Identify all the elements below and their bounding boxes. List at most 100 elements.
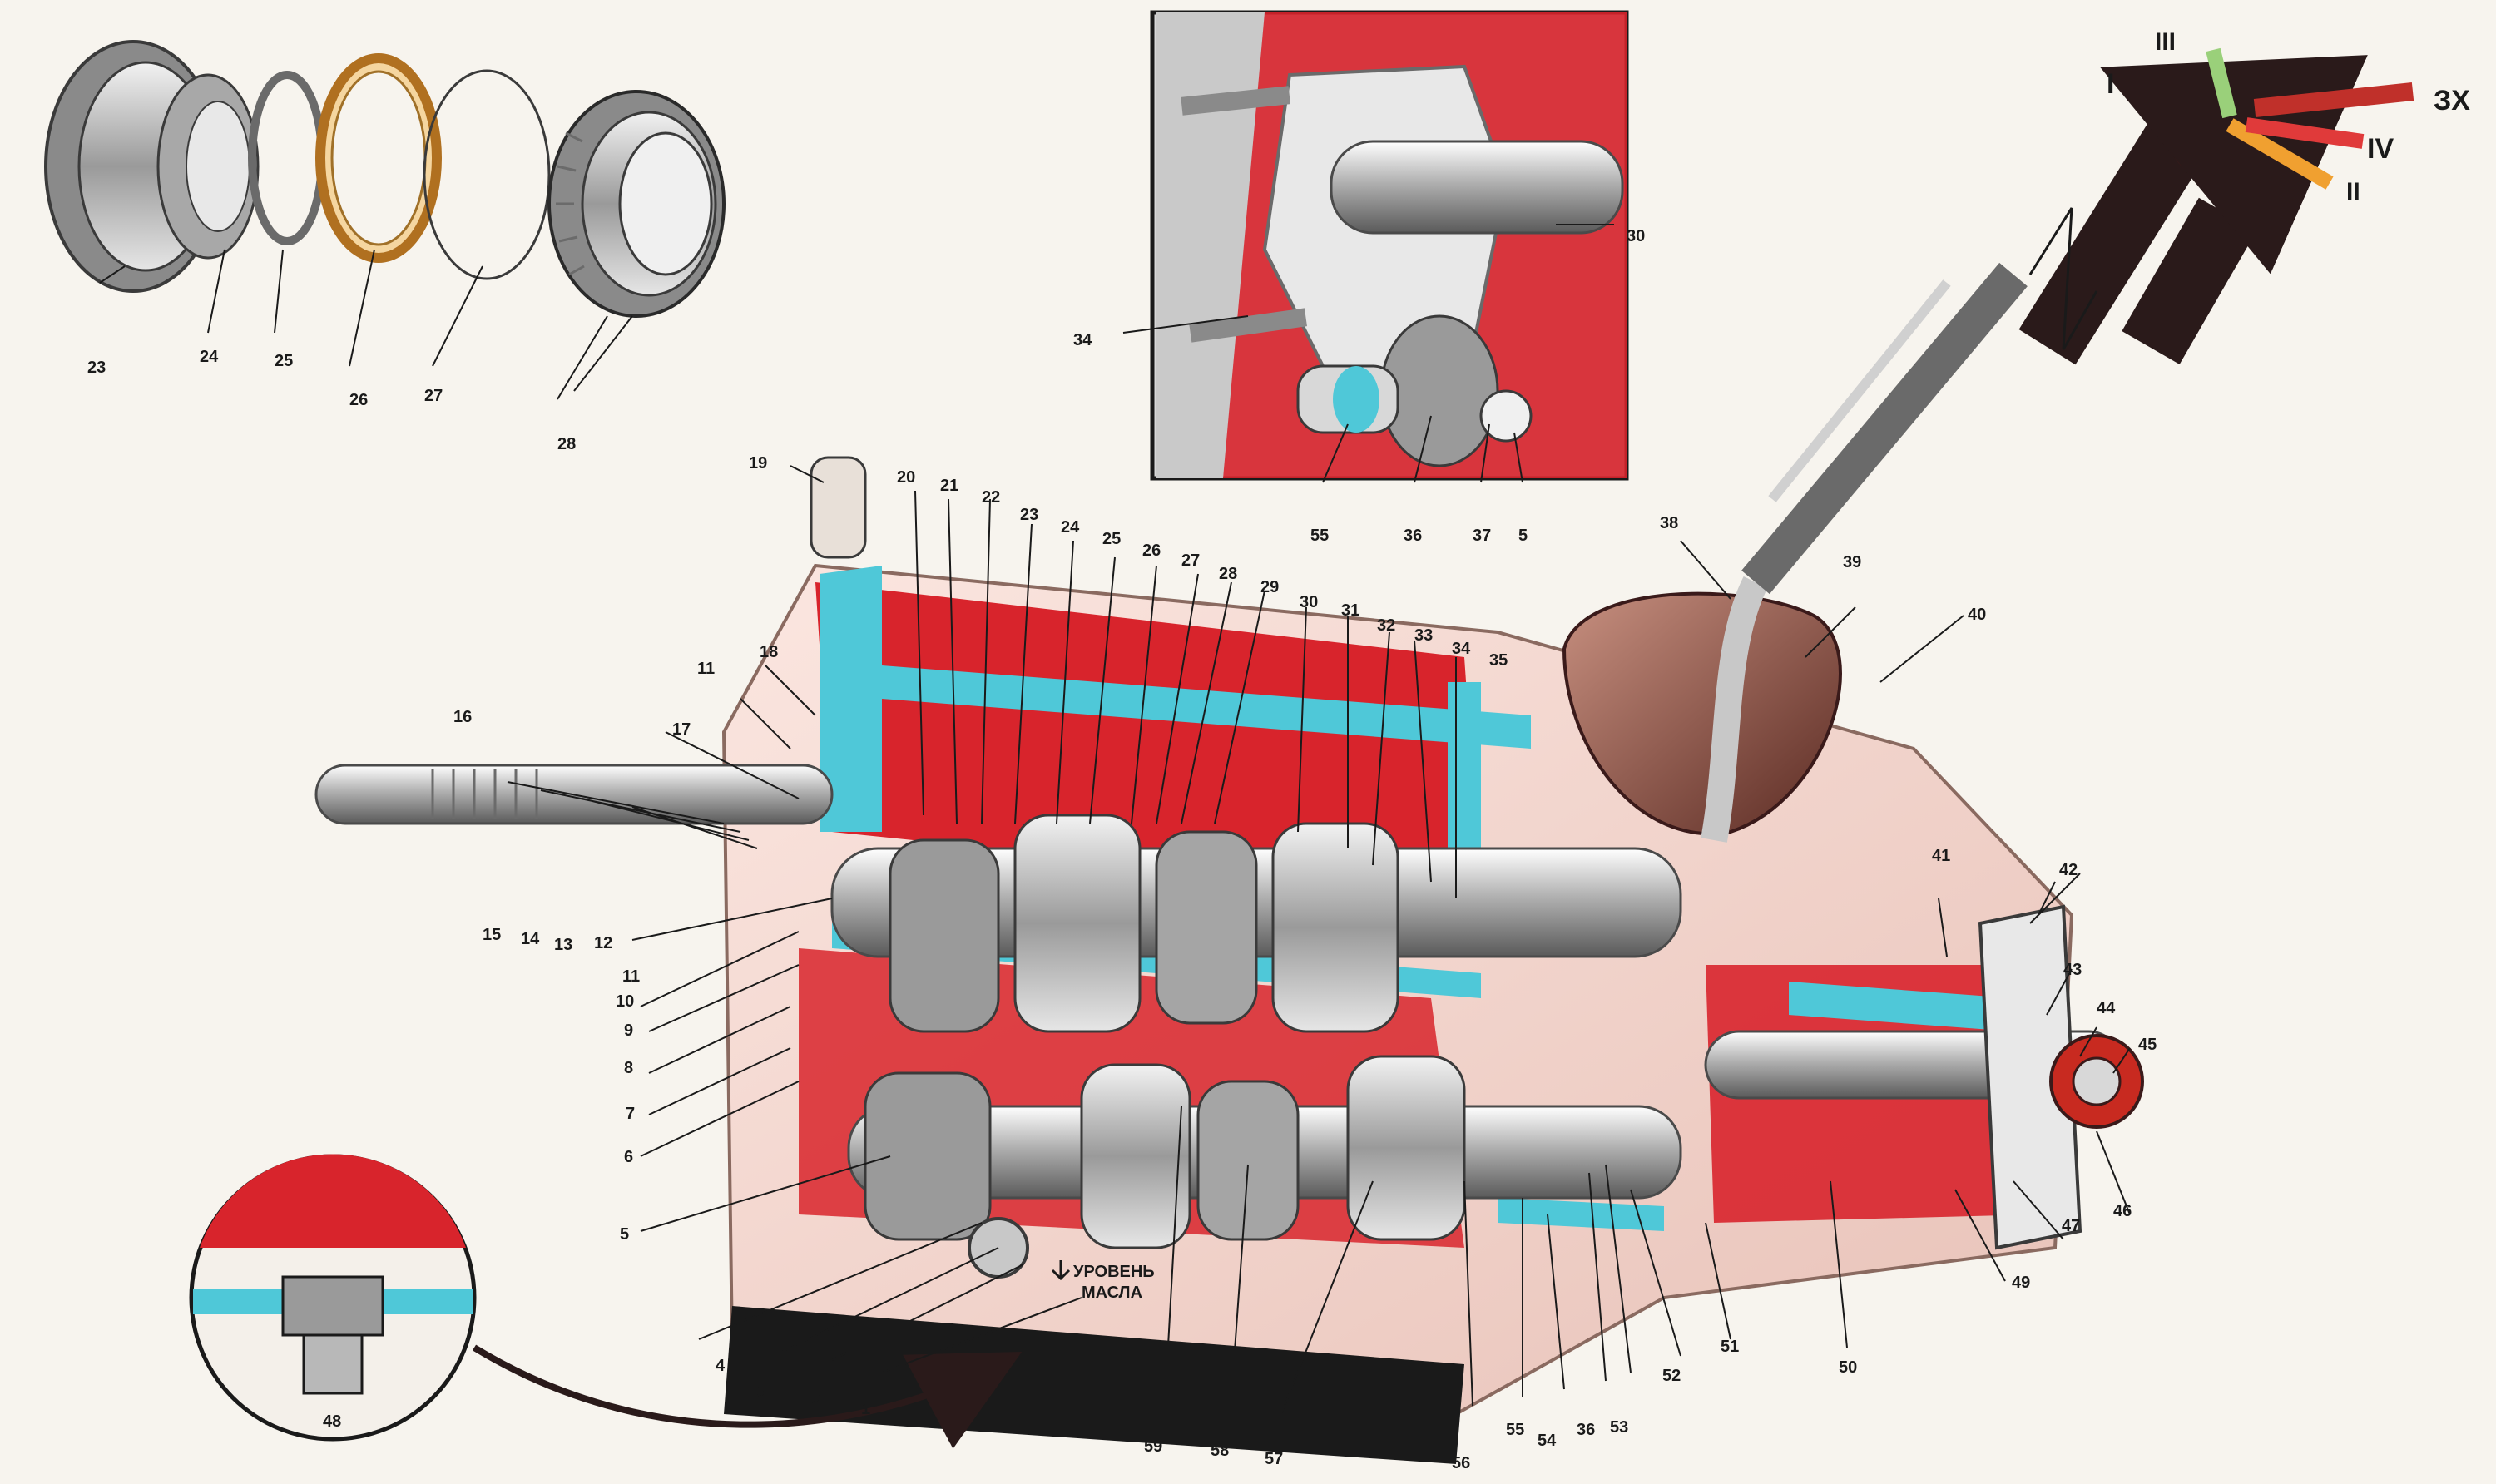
- part-label-46: 46: [2113, 1202, 2132, 1220]
- gear-2-arrow: [2226, 118, 2334, 190]
- part-label-57: 57: [1265, 1450, 1283, 1468]
- counter-gear-3: [1196, 1080, 1300, 1241]
- part-label-33: 33: [1414, 626, 1433, 645]
- gear-label-2: II: [2346, 178, 2360, 205]
- part-label-2: 2: [811, 1392, 820, 1410]
- inset-detail-view: [1150, 10, 1629, 481]
- part-label-34: 34: [1452, 640, 1471, 658]
- part-label-1: 1: [861, 1400, 870, 1418]
- gear-label-3: III: [2155, 28, 2176, 56]
- part-label-42: 42: [2059, 861, 2078, 879]
- part-label-24: 24: [1061, 518, 1080, 537]
- inset-label-36: 36: [1404, 527, 1422, 545]
- part-label-30: 30: [1300, 593, 1318, 611]
- part-label-47: 47: [2062, 1217, 2080, 1235]
- part-label-21: 21: [940, 477, 958, 495]
- part-label-3: 3: [757, 1383, 766, 1402]
- part-label-28: 28: [1219, 565, 1237, 583]
- part-label-31: 31: [1341, 601, 1359, 620]
- reverse-arrow: [2253, 82, 2414, 117]
- output-flange: [1978, 904, 2082, 1250]
- part-label-22: 22: [982, 488, 1000, 507]
- counter-gear-1: [864, 1071, 992, 1241]
- part-label-15: 15: [483, 926, 501, 944]
- part-label-58: 58: [1211, 1442, 1229, 1460]
- exploded-label-23: 23: [87, 359, 106, 377]
- part-label-59: 59: [1144, 1437, 1162, 1456]
- part-label-12: 12: [594, 934, 612, 952]
- shift-pattern: I II III IV ЗХ: [2018, 28, 2470, 365]
- part-label-11-bottom: 11: [622, 967, 640, 986]
- part-label-23: 23: [1020, 506, 1038, 524]
- part-label-11-top: 11: [697, 660, 715, 678]
- leader-lines: [99, 224, 2131, 1415]
- part-label-51: 51: [1721, 1338, 1739, 1356]
- part-label-5: 5: [620, 1225, 629, 1244]
- exploded-label-25: 25: [275, 352, 293, 370]
- gear-upper-3: [1155, 830, 1258, 1025]
- shaft-inset: [1330, 140, 1624, 235]
- part-label-10: 10: [616, 992, 634, 1011]
- part-label-19: 19: [749, 454, 767, 472]
- part-label-44: 44: [2097, 999, 2116, 1017]
- gear-label-reverse: ЗХ: [2434, 85, 2470, 116]
- part-label-45: 45: [2138, 1036, 2157, 1054]
- part-label-14: 14: [521, 930, 540, 948]
- part-label-27: 27: [1181, 552, 1200, 570]
- shift-lever: [1701, 576, 1768, 843]
- exploded-label-24: 24: [200, 348, 219, 366]
- part-label-7: 7: [626, 1105, 635, 1123]
- part-labels: 1 2 3 4 5 6 7 8 9 10 11 11 12 13 14 15 1…: [87, 227, 2157, 1472]
- counter-gear-4: [1346, 1055, 1466, 1241]
- part-label-8: 8: [624, 1059, 633, 1077]
- part-label-17: 17: [672, 720, 691, 739]
- part-label-9: 9: [624, 1021, 633, 1040]
- exploded-label-26: 26: [349, 391, 368, 409]
- oil-level-label-line1: УРОВЕНЬ: [1073, 1263, 1155, 1281]
- part-label-41: 41: [1932, 847, 1950, 865]
- part-label-39: 39: [1843, 553, 1861, 571]
- inset-label-5: 5: [1518, 527, 1528, 545]
- spring-ring: [248, 71, 326, 245]
- inset-label-30: 30: [1627, 227, 1645, 245]
- part-label-26: 26: [1142, 542, 1161, 560]
- part-label-50: 50: [1839, 1358, 1857, 1377]
- part-label-18: 18: [760, 643, 778, 661]
- breather: [810, 456, 867, 559]
- exploded-label-27: 27: [424, 387, 443, 405]
- part-label-29: 29: [1260, 578, 1279, 596]
- gearbox-main-cutaway: УРОВЕНЬ МАСЛА: [314, 207, 2144, 1464]
- part-label-25: 25: [1102, 530, 1121, 548]
- gear-label-1: I: [2107, 68, 2114, 100]
- cutaway-section: [820, 566, 882, 832]
- part-label-38: 38: [1660, 514, 1678, 532]
- lever-boot: [1562, 591, 1842, 835]
- gear-3-arrow: [2206, 47, 2237, 119]
- inset-label-34: 34: [1073, 331, 1092, 349]
- part-label-20: 20: [897, 468, 915, 487]
- exploded-label-28: 28: [557, 435, 576, 453]
- part-label-48: 48: [323, 1412, 341, 1431]
- part-label-16: 16: [453, 708, 472, 726]
- gear-upper-1: [889, 838, 1000, 1033]
- synchronizer-exploded-view: [44, 40, 726, 318]
- part-label-56: 56: [1452, 1454, 1470, 1472]
- part-label-13: 13: [554, 936, 572, 954]
- detail-arrow: [472, 1344, 1023, 1449]
- inset-label-37: 37: [1473, 527, 1491, 545]
- part-label-6: 6: [624, 1148, 633, 1166]
- part-label-52: 52: [1662, 1367, 1681, 1385]
- part-label-49: 49: [2012, 1274, 2030, 1292]
- gear-upper-2: [1013, 814, 1142, 1033]
- part-label-32: 32: [1377, 616, 1395, 635]
- inset-label-55: 55: [1310, 527, 1329, 545]
- part-label-43: 43: [2063, 961, 2082, 979]
- gear-1-arrow: [2100, 55, 2368, 275]
- gear-4-arrow: [2245, 117, 2365, 149]
- part-label-4: 4: [716, 1357, 726, 1375]
- retaining-ring: [423, 69, 551, 280]
- oil-level-label-line2: МАСЛА: [1082, 1284, 1142, 1302]
- gear-upper-4: [1271, 822, 1399, 1033]
